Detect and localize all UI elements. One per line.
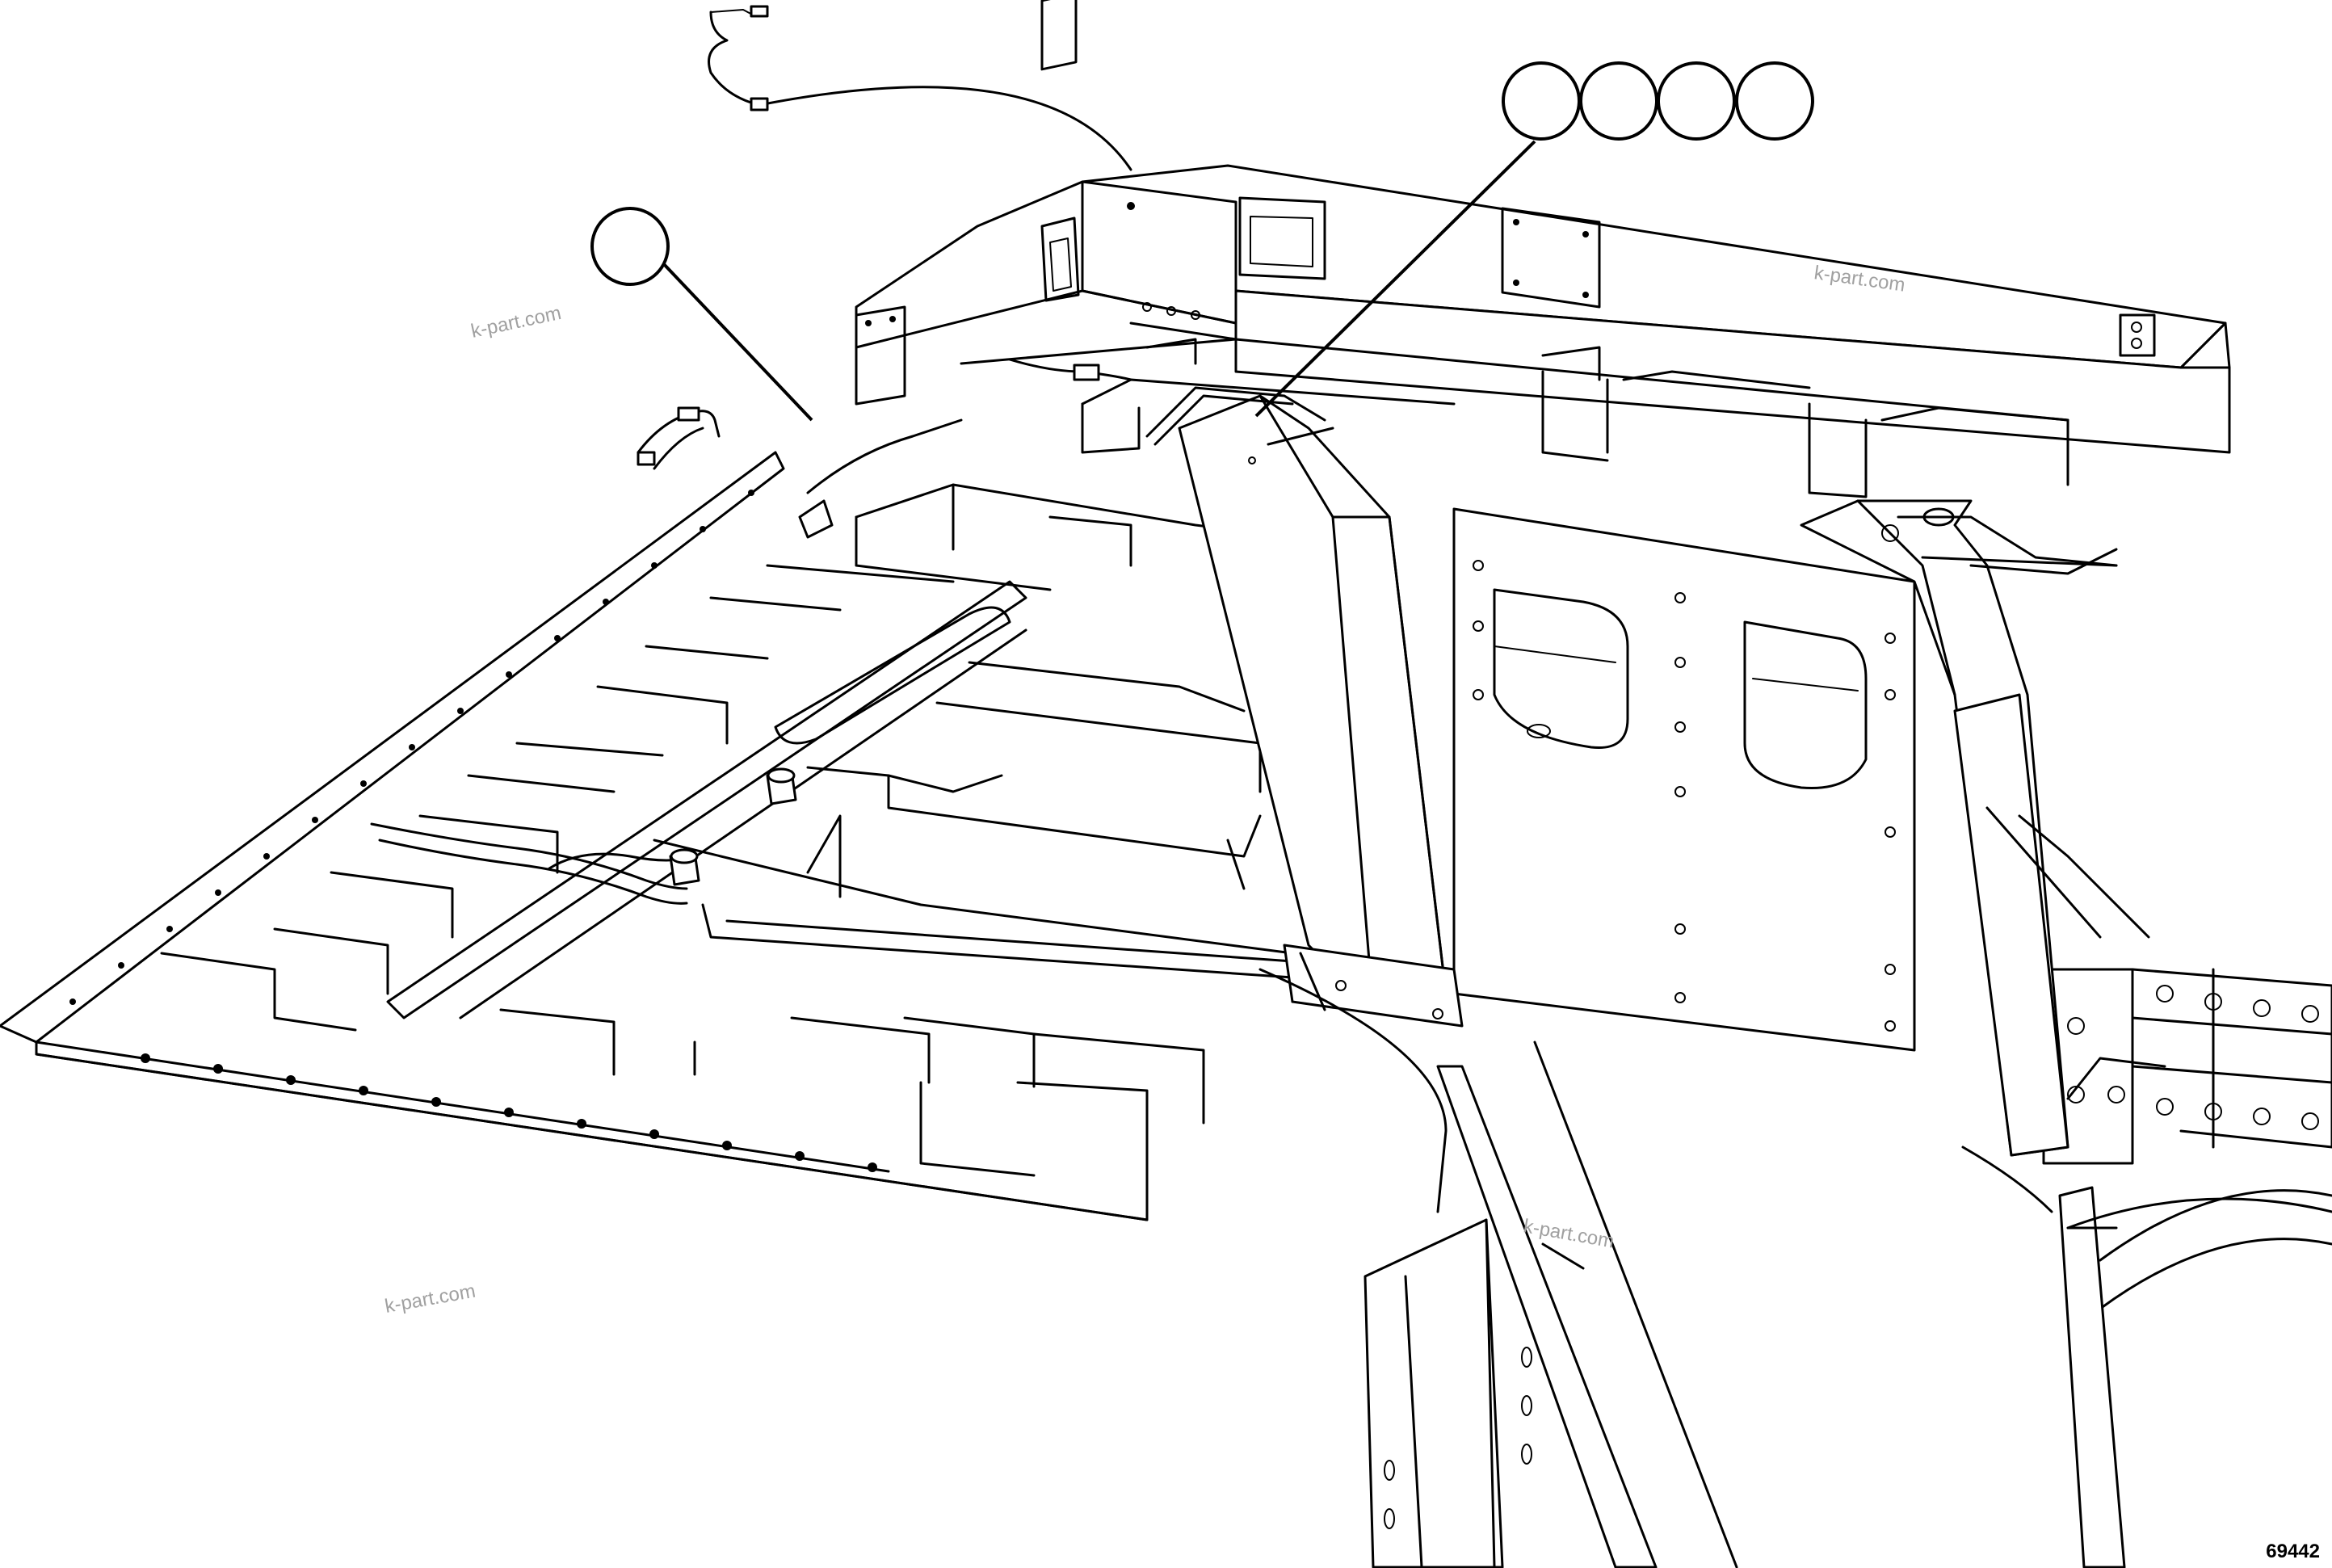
callout-circle-group-3 xyxy=(1657,61,1736,141)
wiring-harness xyxy=(637,5,1132,539)
callout-circle-group-4 xyxy=(1735,61,1814,141)
support-pillars xyxy=(1145,386,2332,1568)
mounting-plate xyxy=(1452,507,1916,1052)
callout-circle-single xyxy=(590,207,670,286)
watermark-text: k-part.com xyxy=(469,302,563,343)
figure-number: 69442 xyxy=(2266,1541,2320,1562)
callout-circle-group-2 xyxy=(1579,61,1658,141)
watermark-text: k-part.com xyxy=(383,1280,477,1318)
flange-rivets xyxy=(69,490,877,1172)
callout-circle-group-1 xyxy=(1502,61,1581,141)
watermark-text: k-part.com xyxy=(1522,1215,1616,1252)
frame-bolts xyxy=(2067,985,2319,1130)
callouts xyxy=(590,61,1814,422)
